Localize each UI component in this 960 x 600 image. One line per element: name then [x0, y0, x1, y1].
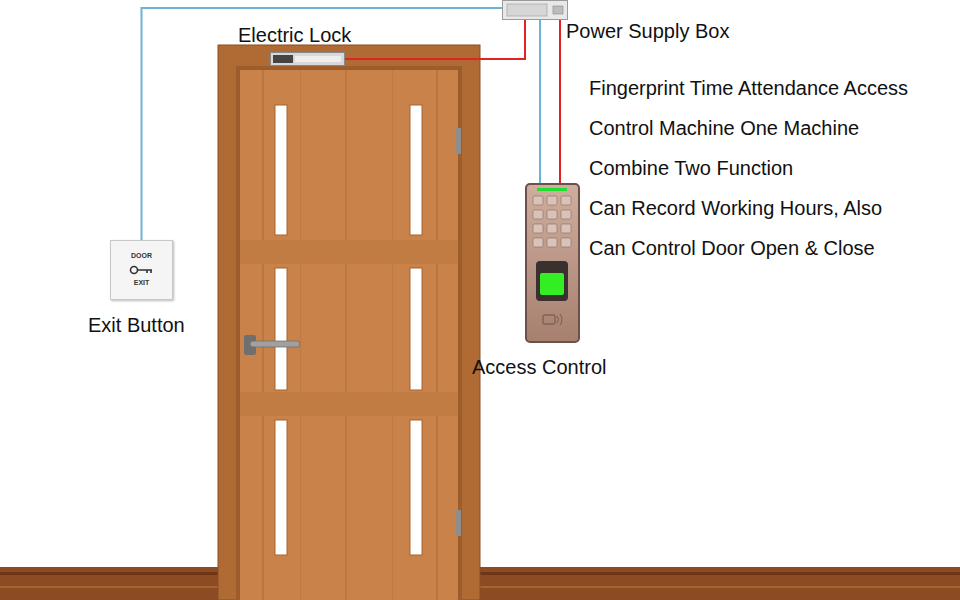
electric-lock: Electric Lock: [238, 23, 352, 66]
glass-slot: [275, 105, 287, 235]
keypad-key: [533, 238, 543, 247]
door-frame: [218, 45, 480, 600]
door-rail: [240, 392, 458, 416]
exit-button: DOOR EXIT Exit Button: [88, 240, 185, 337]
keypad-key: [547, 238, 557, 247]
keypad-key: [561, 224, 571, 233]
glass-slot: [275, 420, 287, 555]
electric-lock-body: [270, 52, 345, 66]
glass-slot: [410, 268, 422, 390]
feature-note: Combine Two Function: [589, 156, 793, 180]
feature-note: Fingerprint Time Attendance Access: [589, 76, 908, 100]
power-supply-box: Power Supply Box: [502, 0, 730, 43]
card-icon: [543, 315, 555, 324]
door-frame-inner: [236, 66, 462, 600]
keypad-key: [547, 224, 557, 233]
button-caption: DOOR: [111, 252, 172, 260]
device-label: Electric Lock: [238, 23, 351, 47]
button-caption: EXIT: [111, 279, 172, 287]
door-leaf: [240, 70, 458, 600]
door-handle: [250, 341, 300, 347]
exit-button-body: DOOR EXIT: [110, 240, 173, 300]
feature-note: Control Machine One Machine: [589, 116, 859, 140]
wire: [539, 20, 541, 183]
glass-slot: [275, 268, 287, 390]
wire: [142, 8, 503, 240]
keypad-key: [533, 196, 543, 205]
wire: [345, 20, 525, 59]
lock-magnet: [273, 55, 293, 63]
access-control-device: Access Control: [472, 183, 607, 379]
key-icon: [127, 265, 157, 275]
key-blade: [137, 270, 152, 273]
keypad-key: [547, 196, 557, 205]
glass-slot: [410, 420, 422, 555]
sensor-housing: [536, 261, 568, 301]
fingerprint-sensor: [540, 273, 564, 295]
device-detail: [525, 183, 580, 343]
feature-note: Can Record Working Hours, Also: [589, 196, 882, 220]
access-control-device-body: [525, 183, 580, 343]
psu-terminal: [553, 6, 563, 14]
door-rail: [240, 240, 458, 264]
keypad-key: [547, 210, 557, 219]
wood-grain: [436, 70, 438, 600]
lock-plate: [295, 56, 341, 62]
keypad-key: [533, 224, 543, 233]
keypad-key: [533, 210, 543, 219]
keypad-key: [561, 238, 571, 247]
wood-grain: [300, 70, 301, 600]
power-supply-box-body: [502, 0, 568, 20]
psu-panel: [507, 4, 547, 16]
wire: [559, 20, 561, 183]
door-hinge: [456, 510, 461, 536]
lock-detail: [271, 53, 346, 67]
feature-note: Can Control Door Open & Close: [589, 236, 875, 260]
wood-grain: [262, 70, 264, 600]
device-label: Power Supply Box: [566, 19, 729, 43]
key-bow: [131, 267, 138, 274]
wood-grain: [392, 70, 393, 600]
keypad-key: [561, 196, 571, 205]
psu-detail: [503, 1, 569, 21]
door-hinge: [456, 128, 461, 154]
wood-grain: [345, 70, 347, 600]
card-waves: [557, 314, 562, 325]
glass-slot: [410, 105, 422, 235]
device-label: Exit Button: [88, 313, 185, 337]
device-label: Access Control: [472, 355, 607, 379]
keypad-key: [561, 210, 571, 219]
status-led: [537, 188, 567, 191]
